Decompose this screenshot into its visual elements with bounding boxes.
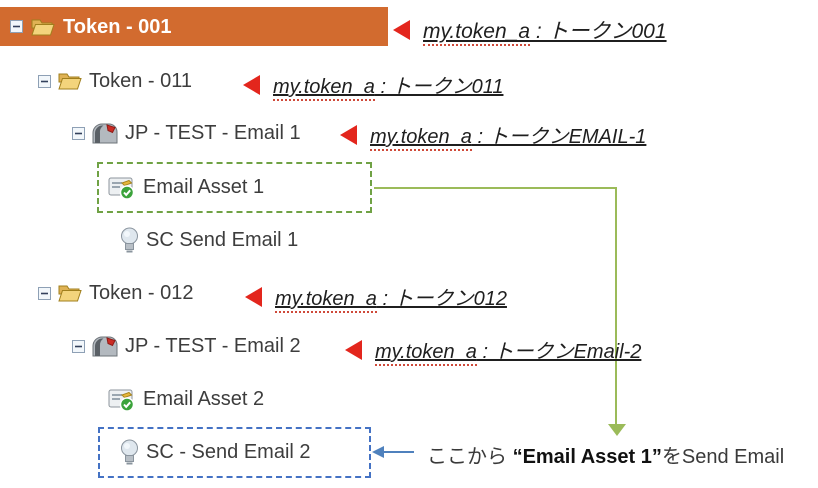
folder-icon	[58, 283, 82, 303]
email-asset-icon	[108, 387, 136, 412]
tree-node-label[interactable]: SC Send Email 1	[146, 229, 299, 251]
tree-node-token-012[interactable]: Token - 012	[38, 280, 194, 306]
tree-node-label[interactable]: Token - 001	[63, 15, 172, 38]
annotation-value: : トークン012	[376, 288, 507, 310]
collapse-toggle-icon[interactable]	[10, 20, 23, 33]
annotation-value: : トークンEmail-2	[476, 341, 642, 363]
blue-callout-line	[383, 451, 414, 453]
annotation-value: : トークン011	[374, 76, 504, 98]
folder-icon	[58, 71, 82, 91]
tree-node-label[interactable]: Token - 012	[89, 282, 194, 304]
callout-post: をSend Email	[661, 446, 785, 468]
tree-node-label[interactable]: Email Asset 1	[143, 176, 265, 198]
annotation-token-001: my.token_a : トークン001	[393, 15, 667, 46]
tree-node-label[interactable]: Email Asset 2	[143, 388, 265, 410]
annotation-value: : トークン001	[530, 20, 667, 43]
annotation-text: my.token_a : トークン012	[275, 282, 507, 313]
collapse-toggle-icon[interactable]	[38, 74, 51, 88]
annotation-code: my.token_a	[370, 126, 472, 151]
annotation-token-email-1: my.token_a : トークンEMAIL-1	[340, 120, 647, 151]
annotation-token-012: my.token_a : トークン012	[245, 282, 507, 313]
callout-pre: ここから	[427, 446, 513, 468]
tree-node-token-011[interactable]: Token - 011	[38, 68, 192, 94]
tree-node-sc-send-email-2[interactable]: SC - Send Email 2	[120, 439, 311, 465]
lightbulb-icon	[120, 227, 139, 253]
red-arrow-icon	[393, 20, 410, 40]
annotation-text: my.token_a : トークンEmail-2	[375, 335, 642, 366]
green-connector-arrowhead-icon	[608, 424, 626, 436]
tree-node-jp-test-email-2[interactable]: JP - TEST - Email 2	[72, 333, 301, 359]
tree-node-label[interactable]: JP - TEST - Email 1	[125, 122, 301, 144]
green-connector-vertical	[615, 187, 617, 424]
blue-callout-arrowhead-icon	[372, 446, 384, 458]
annotation-value: : トークンEMAIL-1	[471, 126, 647, 148]
annotation-text: my.token_a : トークン011	[273, 70, 504, 101]
red-arrow-icon	[345, 339, 362, 360]
annotation-code: my.token_a	[375, 341, 477, 366]
tree-node-label[interactable]: JP - TEST - Email 2	[125, 335, 301, 357]
mailbox-icon	[92, 335, 118, 357]
annotation-token-011: my.token_a : トークン011	[243, 70, 504, 101]
collapse-toggle-icon[interactable]	[38, 286, 51, 300]
red-arrow-icon	[340, 124, 357, 145]
annotation-token-email-2: my.token_a : トークンEmail-2	[345, 335, 642, 366]
annotation-code: my.token_a	[423, 20, 530, 46]
tree-node-token-001[interactable]: Token - 001	[0, 7, 388, 46]
collapse-toggle-icon[interactable]	[72, 126, 85, 140]
annotation-code: my.token_a	[273, 76, 375, 101]
callout-send-email-note: ここから “Email Asset 1”をSend Email	[427, 440, 784, 469]
tree-node-email-asset-2[interactable]: Email Asset 2	[108, 386, 264, 412]
email-asset-icon	[108, 175, 136, 200]
email-asset-1-highlight-box	[97, 162, 372, 213]
tree-node-label[interactable]: SC - Send Email 2	[146, 441, 311, 463]
folder-icon	[31, 17, 55, 37]
red-arrow-icon	[245, 286, 262, 307]
collapse-toggle-icon[interactable]	[72, 339, 85, 353]
annotation-code: my.token_a	[275, 288, 377, 313]
tree-node-sc-send-email-1[interactable]: SC Send Email 1	[120, 227, 298, 253]
annotation-text: my.token_a : トークンEMAIL-1	[370, 120, 647, 151]
red-arrow-icon	[243, 74, 260, 95]
callout-emphasis: “Email Asset 1”	[512, 446, 662, 468]
mailbox-icon	[92, 122, 118, 144]
lightbulb-icon	[120, 439, 139, 465]
tree-node-jp-test-email-1[interactable]: JP - TEST - Email 1	[72, 120, 301, 146]
tree-node-label[interactable]: Token - 011	[89, 70, 193, 92]
tree-node-email-asset-1[interactable]: Email Asset 1	[108, 174, 264, 200]
green-connector-horizontal	[374, 187, 617, 189]
annotation-text: my.token_a : トークン001	[423, 15, 667, 46]
sc-send-email-2-highlight-box	[98, 427, 371, 478]
